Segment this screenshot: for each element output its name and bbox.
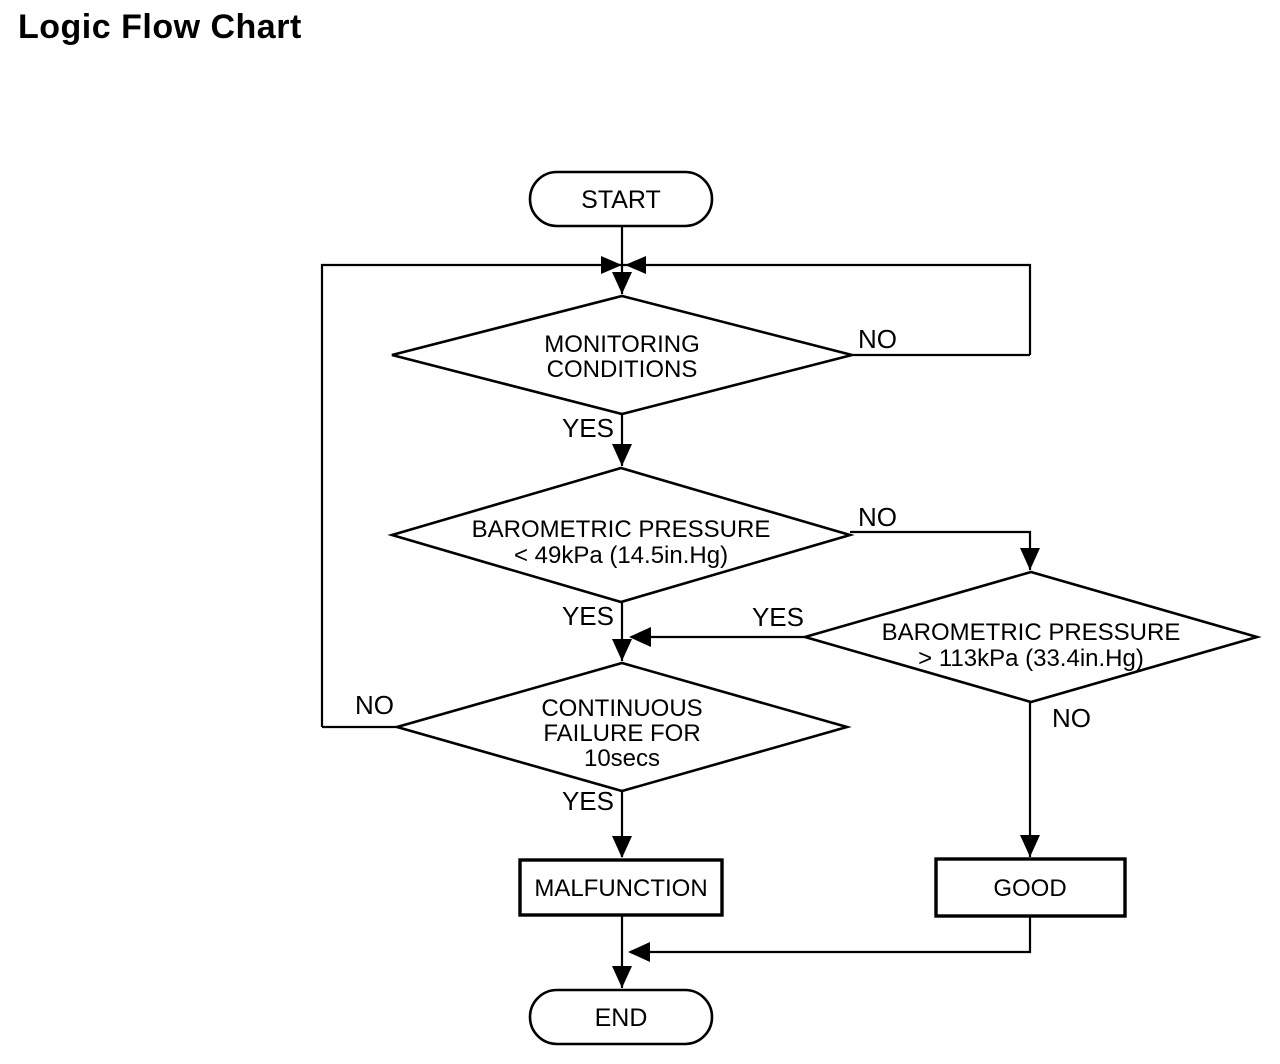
arrowhead-into-malfunction	[612, 836, 632, 858]
decision-continuous-failure-line3: 10secs	[584, 745, 660, 772]
decision-monitoring-conditions	[391, 294, 853, 416]
edge-label-d2-yes: YES	[562, 601, 614, 631]
malfunction-label: MALFUNCTION	[534, 875, 707, 902]
edge-label-d3-yes: YES	[752, 602, 804, 632]
arrowhead-merge-left	[628, 942, 650, 962]
arrowhead-into-d3	[1020, 548, 1040, 570]
decision-monitoring-conditions-line1: MONITORING	[544, 331, 700, 358]
decision-baro-high-line2: > 113kPa (33.4in.Hg)	[918, 645, 1144, 672]
good-label: GOOD	[993, 875, 1066, 902]
decision-baro-low-line2: < 49kPa (14.5in.Hg)	[514, 542, 728, 569]
start-label: START	[581, 186, 661, 214]
arrowhead-into-d4	[612, 639, 632, 661]
decision-baro-low	[387, 466, 855, 604]
connector-good-to-merge	[630, 916, 1032, 954]
arrowhead-into-d2	[612, 444, 632, 466]
edge-label-d2-no: NO	[858, 502, 897, 532]
edge-label-d1-yes: YES	[562, 413, 614, 443]
connector-return-top	[320, 263, 1032, 727]
arrowhead-junction-left	[625, 256, 646, 274]
arrowhead-into-d1	[612, 272, 632, 294]
arrowhead-into-end	[612, 966, 632, 988]
start-terminal	[528, 170, 714, 228]
decision-monitoring-conditions-line2: CONDITIONS	[547, 356, 698, 383]
edge-label-d1-no: NO	[858, 324, 897, 354]
decision-baro-high-line1: BAROMETRIC PRESSURE	[882, 619, 1181, 646]
edge-label-d4-yes: YES	[562, 786, 614, 816]
decision-baro-low-line1: BAROMETRIC PRESSURE	[472, 516, 771, 543]
connector-d2-no	[850, 530, 1032, 570]
edge-label-d4-no: NO	[355, 690, 394, 720]
decision-baro-high	[800, 570, 1262, 704]
edge-label-d3-no: NO	[1052, 703, 1091, 733]
end-terminal	[528, 988, 714, 1046]
decision-continuous-failure	[392, 661, 852, 793]
page-title: Logic Flow Chart	[18, 8, 302, 46]
arrowhead-d3-yes-left	[629, 627, 651, 647]
decision-continuous-failure-line2: FAILURE FOR	[543, 720, 700, 747]
good-box	[934, 857, 1127, 918]
end-label: END	[595, 1004, 648, 1032]
decision-continuous-failure-line1: CONTINUOUS	[541, 695, 702, 722]
arrowhead-junction-right	[601, 256, 622, 274]
malfunction-box	[518, 858, 724, 917]
arrowhead-into-good	[1020, 835, 1040, 857]
